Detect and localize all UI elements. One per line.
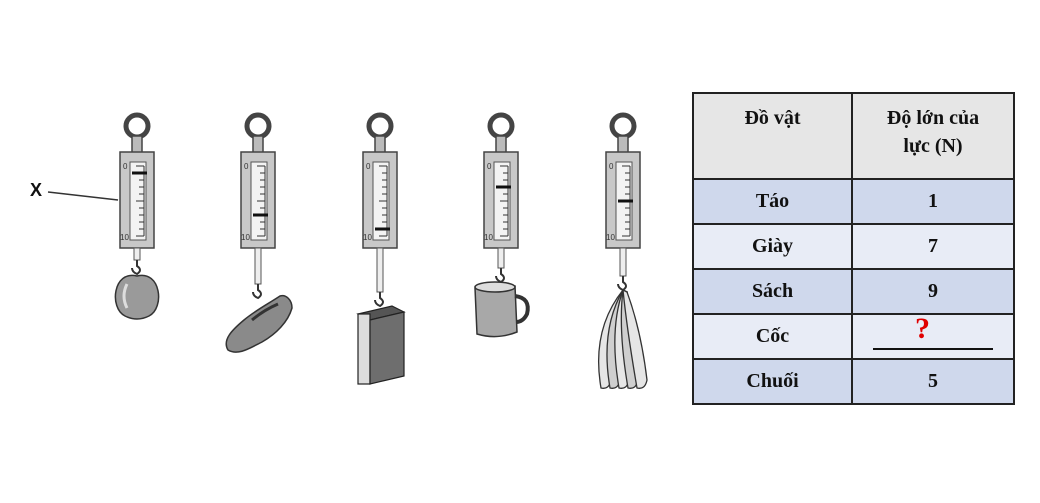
scale-ring bbox=[244, 112, 272, 140]
scale-ring bbox=[123, 112, 151, 140]
scale-ring bbox=[366, 112, 394, 140]
row-item: Giày bbox=[692, 223, 853, 270]
scale-ring bbox=[609, 112, 637, 140]
spring-scale: 0 10 bbox=[598, 112, 648, 389]
row-force: 5 bbox=[851, 358, 1015, 405]
table-header-row: Đồ vật Độ lớn của lực (N) bbox=[692, 92, 1015, 180]
tick-label-zero: 0 bbox=[366, 162, 371, 171]
apple-icon bbox=[114, 274, 160, 320]
scale-rod bbox=[376, 247, 384, 293]
tick-label-ten: 10 bbox=[363, 233, 372, 242]
question-mark: ? bbox=[915, 312, 930, 345]
scale-ring bbox=[487, 112, 515, 140]
pointer-line bbox=[47, 191, 119, 201]
scale-rod bbox=[619, 247, 627, 277]
row-force: 7 bbox=[851, 223, 1015, 270]
header-object: Đồ vật bbox=[692, 92, 853, 180]
table-row: Giày 7 bbox=[692, 223, 1015, 270]
header-force: Độ lớn của lực (N) bbox=[851, 92, 1015, 180]
spring-scale: 0 10 bbox=[474, 112, 530, 338]
scale-neck bbox=[495, 135, 507, 154]
banana-icon bbox=[598, 288, 648, 389]
scale-hook bbox=[252, 284, 262, 300]
scale-neck bbox=[131, 135, 143, 154]
row-force-blank: ? bbox=[851, 312, 1015, 360]
tick-label-zero: 0 bbox=[123, 162, 128, 171]
tick-label-zero: 0 bbox=[244, 162, 249, 171]
tick-label-ten: 10 bbox=[241, 233, 250, 242]
scale-hook bbox=[131, 260, 141, 276]
header-force-text: Độ lớn của lực (N) bbox=[886, 107, 980, 157]
shoe-icon bbox=[225, 294, 293, 353]
table-row: Chuối 5 bbox=[692, 358, 1015, 405]
row-item: Sách bbox=[692, 268, 853, 315]
tick-label-zero: 0 bbox=[609, 162, 614, 171]
row-item: Cốc bbox=[692, 313, 853, 360]
scale-rod bbox=[497, 247, 505, 269]
row-force: 9 bbox=[851, 268, 1015, 315]
scale-hook bbox=[374, 292, 384, 308]
tick-label-ten: 10 bbox=[120, 233, 129, 242]
row-item: Chuối bbox=[692, 358, 853, 405]
answer-blank-line bbox=[873, 348, 993, 350]
table-row: Cốc ? bbox=[692, 312, 1015, 360]
row-item: Táo bbox=[692, 178, 853, 225]
spring-scale: 0 10 bbox=[225, 112, 293, 353]
scale-neck bbox=[617, 135, 629, 154]
table-row: Sách 9 bbox=[692, 268, 1015, 315]
row-force: 1 bbox=[851, 178, 1015, 225]
scale-neck bbox=[374, 135, 386, 154]
spring-scale: 0 10 bbox=[356, 112, 406, 385]
spring-scale: 0 10 bbox=[114, 112, 160, 320]
scale-neck bbox=[252, 135, 264, 154]
scale-hook bbox=[495, 268, 505, 284]
tick-label-ten: 10 bbox=[484, 233, 493, 242]
mug-icon bbox=[474, 281, 530, 338]
tick-label-zero: 0 bbox=[487, 162, 492, 171]
book-icon bbox=[356, 305, 406, 385]
tick-label-ten: 10 bbox=[606, 233, 615, 242]
pointer-label-x: X bbox=[30, 180, 43, 200]
force-table: Đồ vật Độ lớn của lực (N) Táo 1 Giày 7 S… bbox=[692, 92, 1015, 405]
scale-hook bbox=[617, 276, 627, 292]
scale-rod bbox=[254, 247, 262, 285]
table-row: Táo 1 bbox=[692, 178, 1015, 225]
scale-rod bbox=[133, 247, 141, 261]
